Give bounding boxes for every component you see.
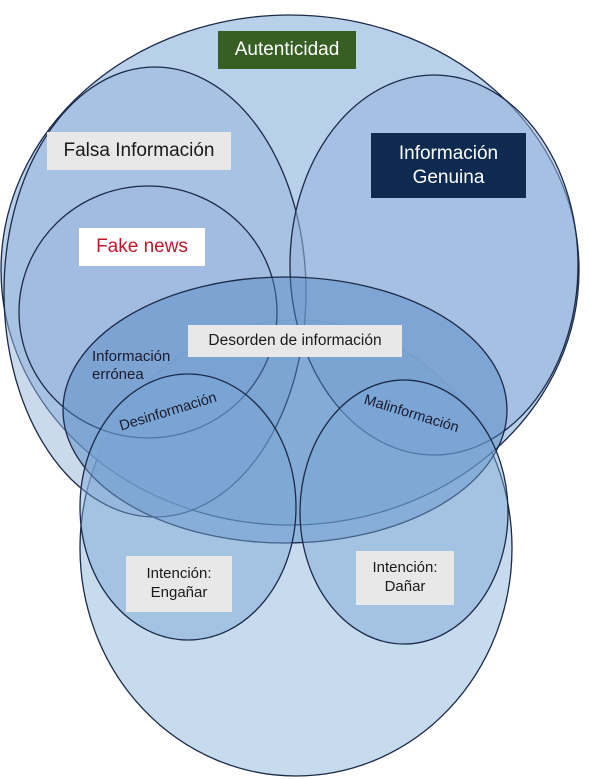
informacion-genuina-text-2: Genuina — [412, 166, 485, 188]
informacion-erronea-label: Información errónea — [92, 348, 170, 384]
informacion-erronea-text-1: Información — [92, 348, 171, 365]
autenticidad-label: Autenticidad — [218, 31, 356, 69]
intencion-enganar-label: Intención: Engañar — [126, 556, 232, 612]
intencion-danar-text-1: Intención: — [372, 559, 438, 577]
desorden-de-informacion-label: Desorden de información — [188, 325, 402, 357]
informacion-genuina-text-1: Información — [398, 142, 499, 164]
falsa-informacion-text: Falsa Información — [63, 140, 215, 162]
fake-news-label: Fake news — [79, 228, 205, 266]
falsa-informacion-label: Falsa Información — [47, 132, 231, 170]
danar-circle — [299, 379, 509, 645]
intencion-danar-text-2: Dañar — [384, 578, 426, 595]
desorden-de-informacion-text: Desorden de información — [208, 332, 382, 350]
autenticidad-text: Autenticidad — [234, 39, 340, 61]
fake-news-text: Fake news — [96, 236, 188, 258]
informacion-genuina-label: Información Genuina — [371, 133, 526, 198]
informacion-erronea-text-2: errónea — [92, 366, 144, 383]
intencion-danar-label: Intención: Dañar — [356, 551, 454, 605]
intencion-enganar-text-2: Engañar — [150, 584, 208, 601]
intencion-enganar-text-1: Intención: — [146, 565, 212, 583]
